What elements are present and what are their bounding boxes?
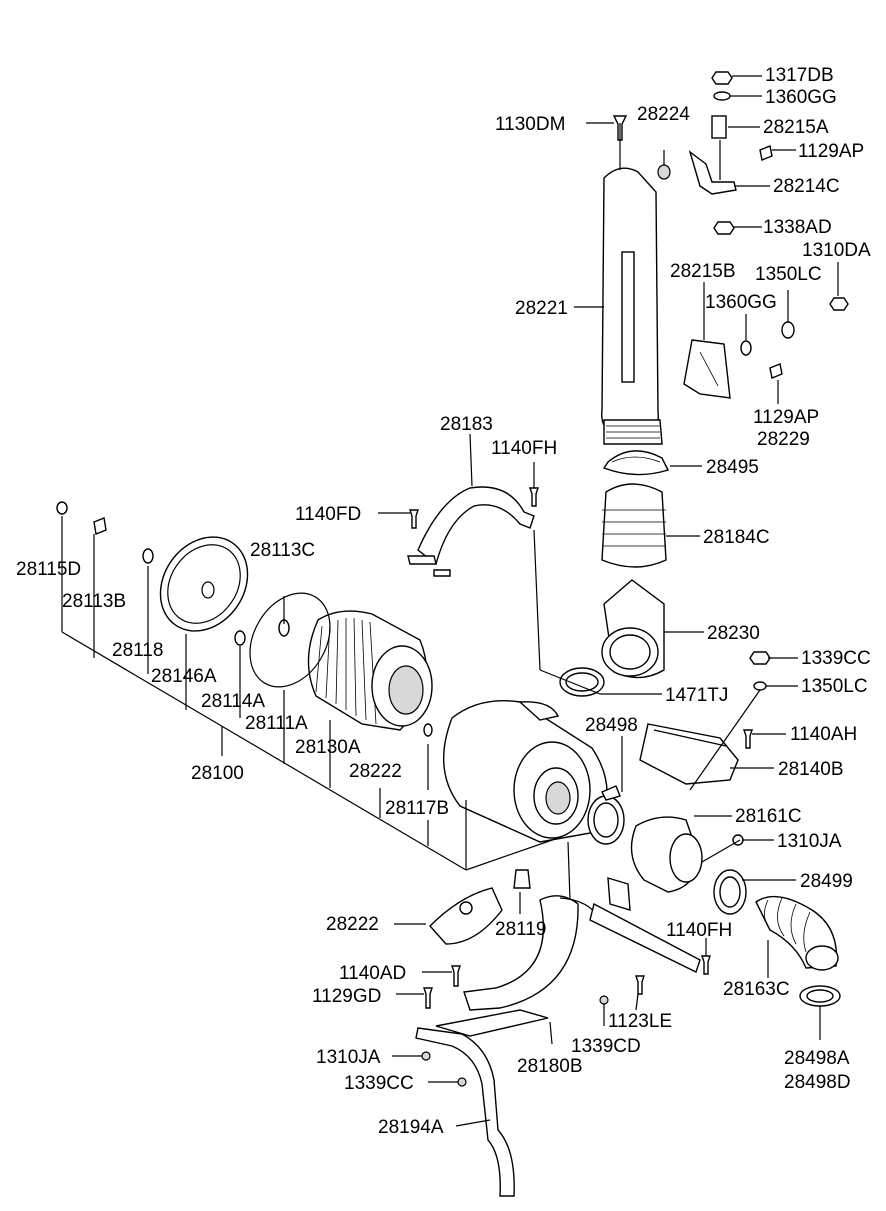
label-1310JA-right: 1310JA bbox=[777, 831, 842, 852]
label-1129AP-top: 1129AP bbox=[798, 141, 864, 162]
label-28224: 28224 bbox=[637, 104, 690, 125]
label-1339CC-right: 1339CC bbox=[801, 648, 871, 669]
resonator-28140B bbox=[639, 723, 739, 785]
part-labels: 1317DB 1360GG 1130DM 28224 28215A 1129AP… bbox=[16, 65, 871, 1138]
label-28215B: 28215B bbox=[670, 261, 736, 282]
label-1129AP-mid: 1129AP bbox=[753, 407, 819, 428]
label-28115D: 28115D bbox=[16, 559, 81, 580]
label-28180B: 28180B bbox=[517, 1056, 583, 1077]
label-28215A: 28215A bbox=[763, 117, 829, 138]
bellows-28184C bbox=[601, 483, 667, 568]
label-28222-top: 28222 bbox=[349, 761, 402, 782]
label-1471TJ: 1471TJ bbox=[665, 685, 728, 706]
hose-28161C bbox=[630, 816, 703, 893]
duct-28222 bbox=[429, 887, 503, 945]
elbow-28230 bbox=[601, 579, 665, 679]
hose-28163C bbox=[755, 895, 839, 971]
label-28163C: 28163C bbox=[723, 979, 790, 1000]
label-1310DA: 1310DA bbox=[802, 240, 871, 261]
label-28183: 28183 bbox=[440, 414, 493, 435]
label-1123LE: 1123LE bbox=[608, 1011, 672, 1032]
bracket-28214C bbox=[688, 150, 737, 195]
label-1360GG-mid: 1360GG bbox=[705, 292, 777, 313]
label-28117B: 28117B bbox=[385, 798, 449, 819]
label-1140FD: 1140FD bbox=[295, 504, 361, 525]
label-1129GD: 1129GD bbox=[312, 986, 381, 1007]
label-1140FH-top: 1140FH bbox=[491, 438, 557, 459]
label-28118: 28118 bbox=[112, 640, 163, 661]
clamp-28499 bbox=[713, 869, 747, 915]
label-28146A: 28146A bbox=[151, 666, 217, 687]
label-28140B: 28140B bbox=[778, 759, 844, 780]
strap-28183 bbox=[407, 486, 535, 577]
label-28194A: 28194A bbox=[378, 1117, 444, 1138]
label-28100: 28100 bbox=[191, 763, 244, 784]
label-28498A: 28498A bbox=[784, 1048, 850, 1069]
label-28114A: 28114A bbox=[201, 691, 265, 712]
label-28184C: 28184C bbox=[703, 527, 770, 548]
cover-28146A bbox=[159, 536, 249, 632]
label-1350LC-mid: 1350LC bbox=[801, 676, 868, 697]
filter-element-28111A bbox=[307, 610, 433, 731]
label-1140FH-bot: 1140FH bbox=[666, 920, 732, 941]
label-28113B: 28113B bbox=[62, 591, 126, 612]
label-28161C: 28161C bbox=[735, 806, 802, 827]
air-cleaner-body-28130A bbox=[442, 700, 608, 843]
clamp-28498A bbox=[799, 985, 841, 1007]
clamp-1471TJ bbox=[559, 667, 605, 697]
label-1317DB: 1317DB bbox=[765, 65, 834, 86]
leader-lines bbox=[61, 75, 839, 1127]
label-28498D: 28498D bbox=[784, 1072, 851, 1093]
label-1350LC-top: 1350LC bbox=[755, 264, 822, 285]
bracket-28194A bbox=[415, 1027, 515, 1197]
label-28130A: 28130A bbox=[295, 737, 361, 758]
label-1130DM: 1130DM bbox=[495, 114, 565, 135]
label-1360GG-top: 1360GG bbox=[765, 87, 837, 108]
label-28113C: 28113C bbox=[250, 540, 315, 561]
bracket-28180B bbox=[435, 877, 701, 1037]
label-28221: 28221 bbox=[515, 298, 568, 319]
label-28214C: 28214C bbox=[773, 176, 840, 197]
label-28495: 28495 bbox=[706, 457, 759, 478]
snorkel-tube-28221 bbox=[601, 167, 663, 445]
gasket-ring-28113C bbox=[249, 592, 331, 688]
label-28119: 28119 bbox=[495, 919, 546, 940]
label-28222-bot: 28222 bbox=[326, 914, 379, 935]
label-1140AD: 1140AD bbox=[339, 963, 406, 984]
label-28499: 28499 bbox=[800, 871, 853, 892]
label-1310JA-left: 1310JA bbox=[316, 1047, 381, 1068]
label-1338AD: 1338AD bbox=[763, 217, 832, 238]
label-28111A: 28111A bbox=[245, 713, 308, 734]
label-28498: 28498 bbox=[585, 715, 638, 736]
label-1339CD: 1339CD bbox=[571, 1036, 641, 1057]
seal-28495 bbox=[602, 450, 669, 476]
clamp-28498 bbox=[587, 785, 625, 845]
label-1140AH: 1140AH bbox=[790, 724, 857, 745]
label-1339CC-left: 1339CC bbox=[344, 1073, 414, 1094]
label-28230: 28230 bbox=[707, 623, 760, 644]
bracket-28215B bbox=[683, 339, 731, 399]
label-28229: 28229 bbox=[757, 429, 810, 450]
